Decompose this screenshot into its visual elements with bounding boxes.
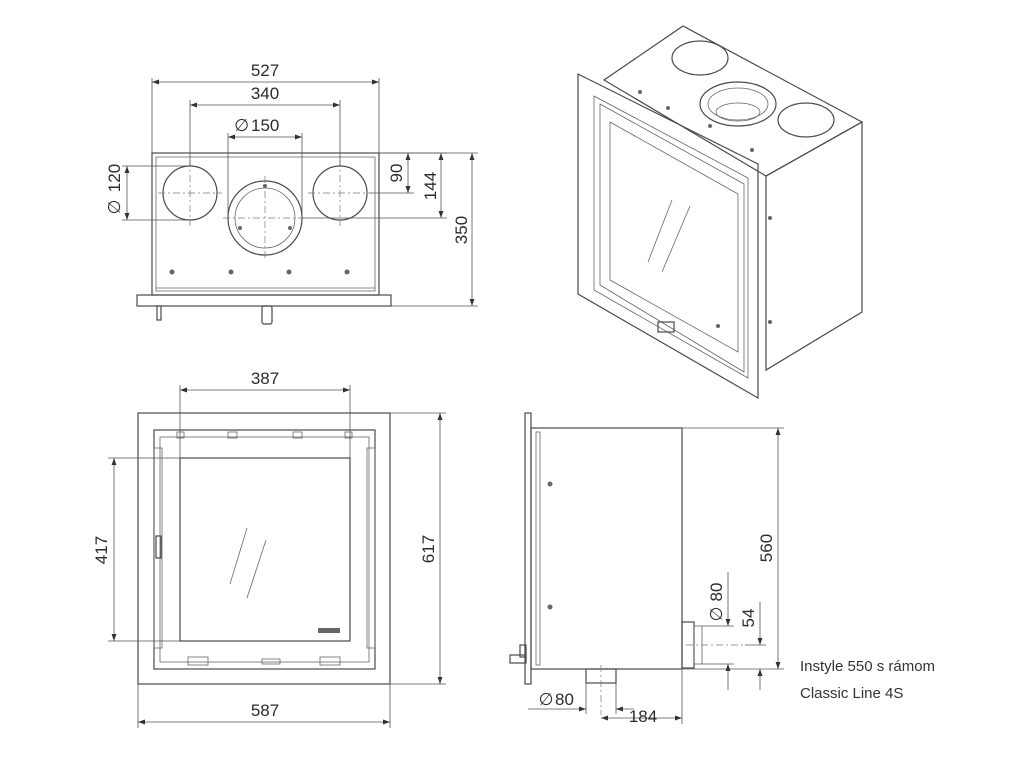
dim-center-spigot-diameter: 150 <box>251 116 279 135</box>
dim-overall-width: 527 <box>251 61 279 80</box>
iso-right-opening <box>777 102 835 138</box>
iso-left-opening <box>671 40 729 76</box>
isometric-view <box>577 25 864 400</box>
dim-rear-spigot-diameter: 80 <box>707 583 726 602</box>
dim-bottom-spigot-offset: 184 <box>629 707 657 726</box>
diameter-symbol: ∅ <box>707 607 726 622</box>
diameter-symbol: ∅ <box>539 690 554 709</box>
diameter-symbol: ∅ <box>234 116 249 135</box>
dim-frame-height: 617 <box>419 535 438 563</box>
iso-center-opening <box>699 81 777 127</box>
diameter-symbol: ∅ <box>105 200 124 215</box>
dim-outer-spigot-spacing: 340 <box>251 84 279 103</box>
front-view: 387 417 617 587 <box>92 369 446 728</box>
front-glass <box>179 457 351 642</box>
dim-frame-width: 587 <box>251 701 279 720</box>
dim-bottom-spigot-diameter: 80 <box>555 690 574 709</box>
top-view: 527 340 ∅ 150 ∅ 120 90 144 350 <box>105 61 478 325</box>
dim-depth: 350 <box>452 216 471 244</box>
caption-line-1: Instyle 550 s rámom <box>800 658 936 675</box>
dim-center-spigot-offset: 144 <box>421 172 440 200</box>
dim-side-spigot-offset: 90 <box>387 164 406 183</box>
dim-body-height: 560 <box>757 534 776 562</box>
dim-door-width: 387 <box>251 369 279 388</box>
dim-side-spigot-diameter: 120 <box>105 164 124 192</box>
dim-door-height: 417 <box>92 536 111 564</box>
dim-rear-spigot-height: 54 <box>739 609 758 628</box>
side-view: 560 ∅ 80 54 ∅ 80 184 <box>509 412 784 726</box>
caption-line-2: Classic Line 4S <box>800 685 904 702</box>
